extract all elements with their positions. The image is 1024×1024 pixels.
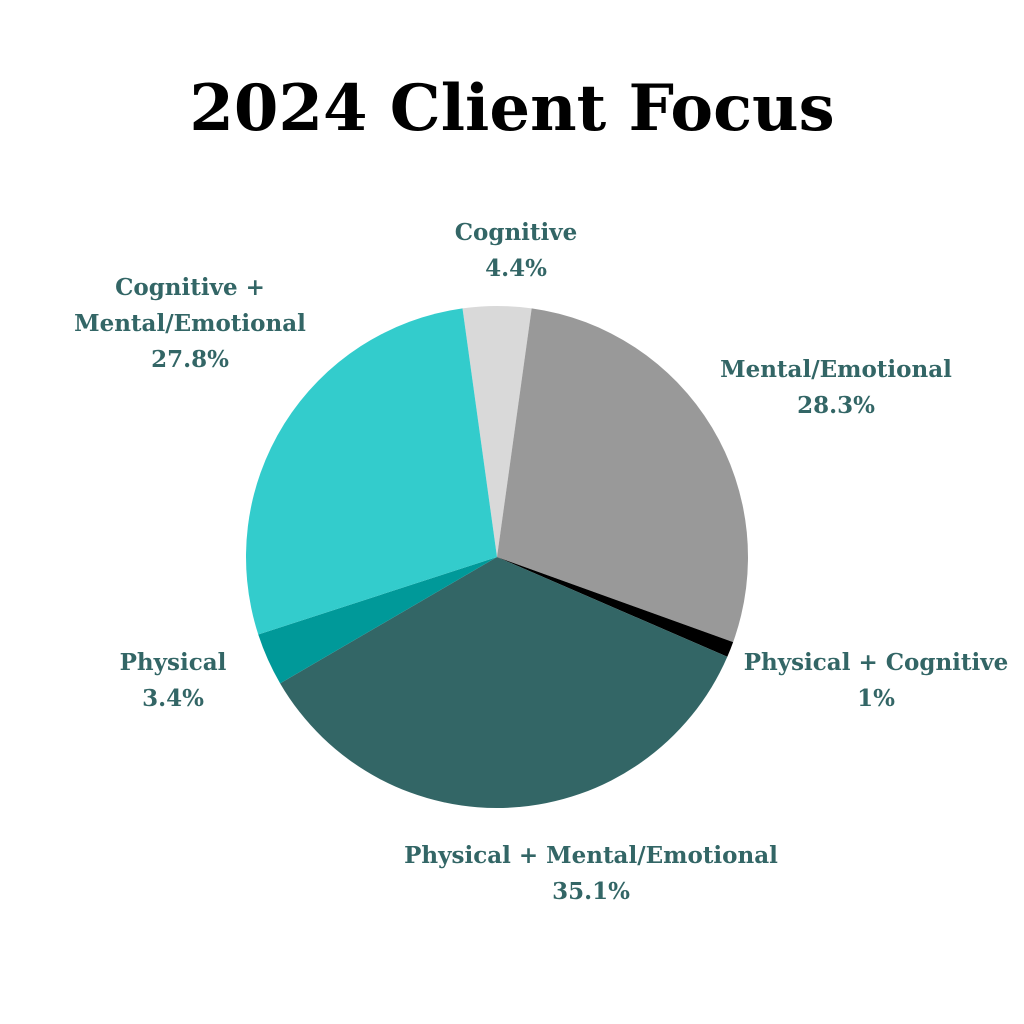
pie-slice-cognitive-mental-emotional [246,308,497,635]
slice-labels: Cognitive 4.4% Mental/Emotional 28.3% Physic… [74,219,1008,905]
slice-label-physical: Physical 3.4% [120,649,227,712]
slice-label-line: 3.4% [142,685,204,712]
slice-label-line: Mental/Emotional [74,310,306,337]
slice-label-line: Physical [120,649,227,676]
slice-label-line: Cognitive + [115,274,265,301]
slice-label-physical-mental-emotional: Physical + Mental/Emotional 35.1% [404,842,778,905]
slice-label-cognitive-mental-emotional: Cognitive + Mental/Emotional 27.8% [74,274,306,373]
pie-slices [246,306,748,808]
slice-label-line: 28.3% [797,392,875,419]
slice-label-line: Mental/Emotional [720,356,952,383]
slice-label-line: 4.4% [485,255,547,282]
chart-title: 2024 Client Focus [189,71,834,146]
pie-slice-physical-cognitive [497,557,734,657]
pie-slice-mental-emotional [497,308,748,643]
pie-slice-physical [258,557,497,684]
slice-label-line: 27.8% [151,346,229,373]
slice-label-line: Cognitive [455,219,578,246]
pie-slice-physical-mental-emotional [280,557,728,808]
slice-label-line: Physical + Mental/Emotional [404,842,778,869]
slice-label-line: Physical + Cognitive [744,649,1009,676]
slice-label-line: 1% [857,685,895,712]
pie-slice-cognitive [462,306,532,557]
slice-label-cognitive: Cognitive 4.4% [455,219,578,282]
slice-label-line: 35.1% [552,878,630,905]
slice-label-physical-cognitive: Physical + Cognitive 1% [744,649,1009,712]
slice-label-mental-emotional: Mental/Emotional 28.3% [720,356,952,419]
